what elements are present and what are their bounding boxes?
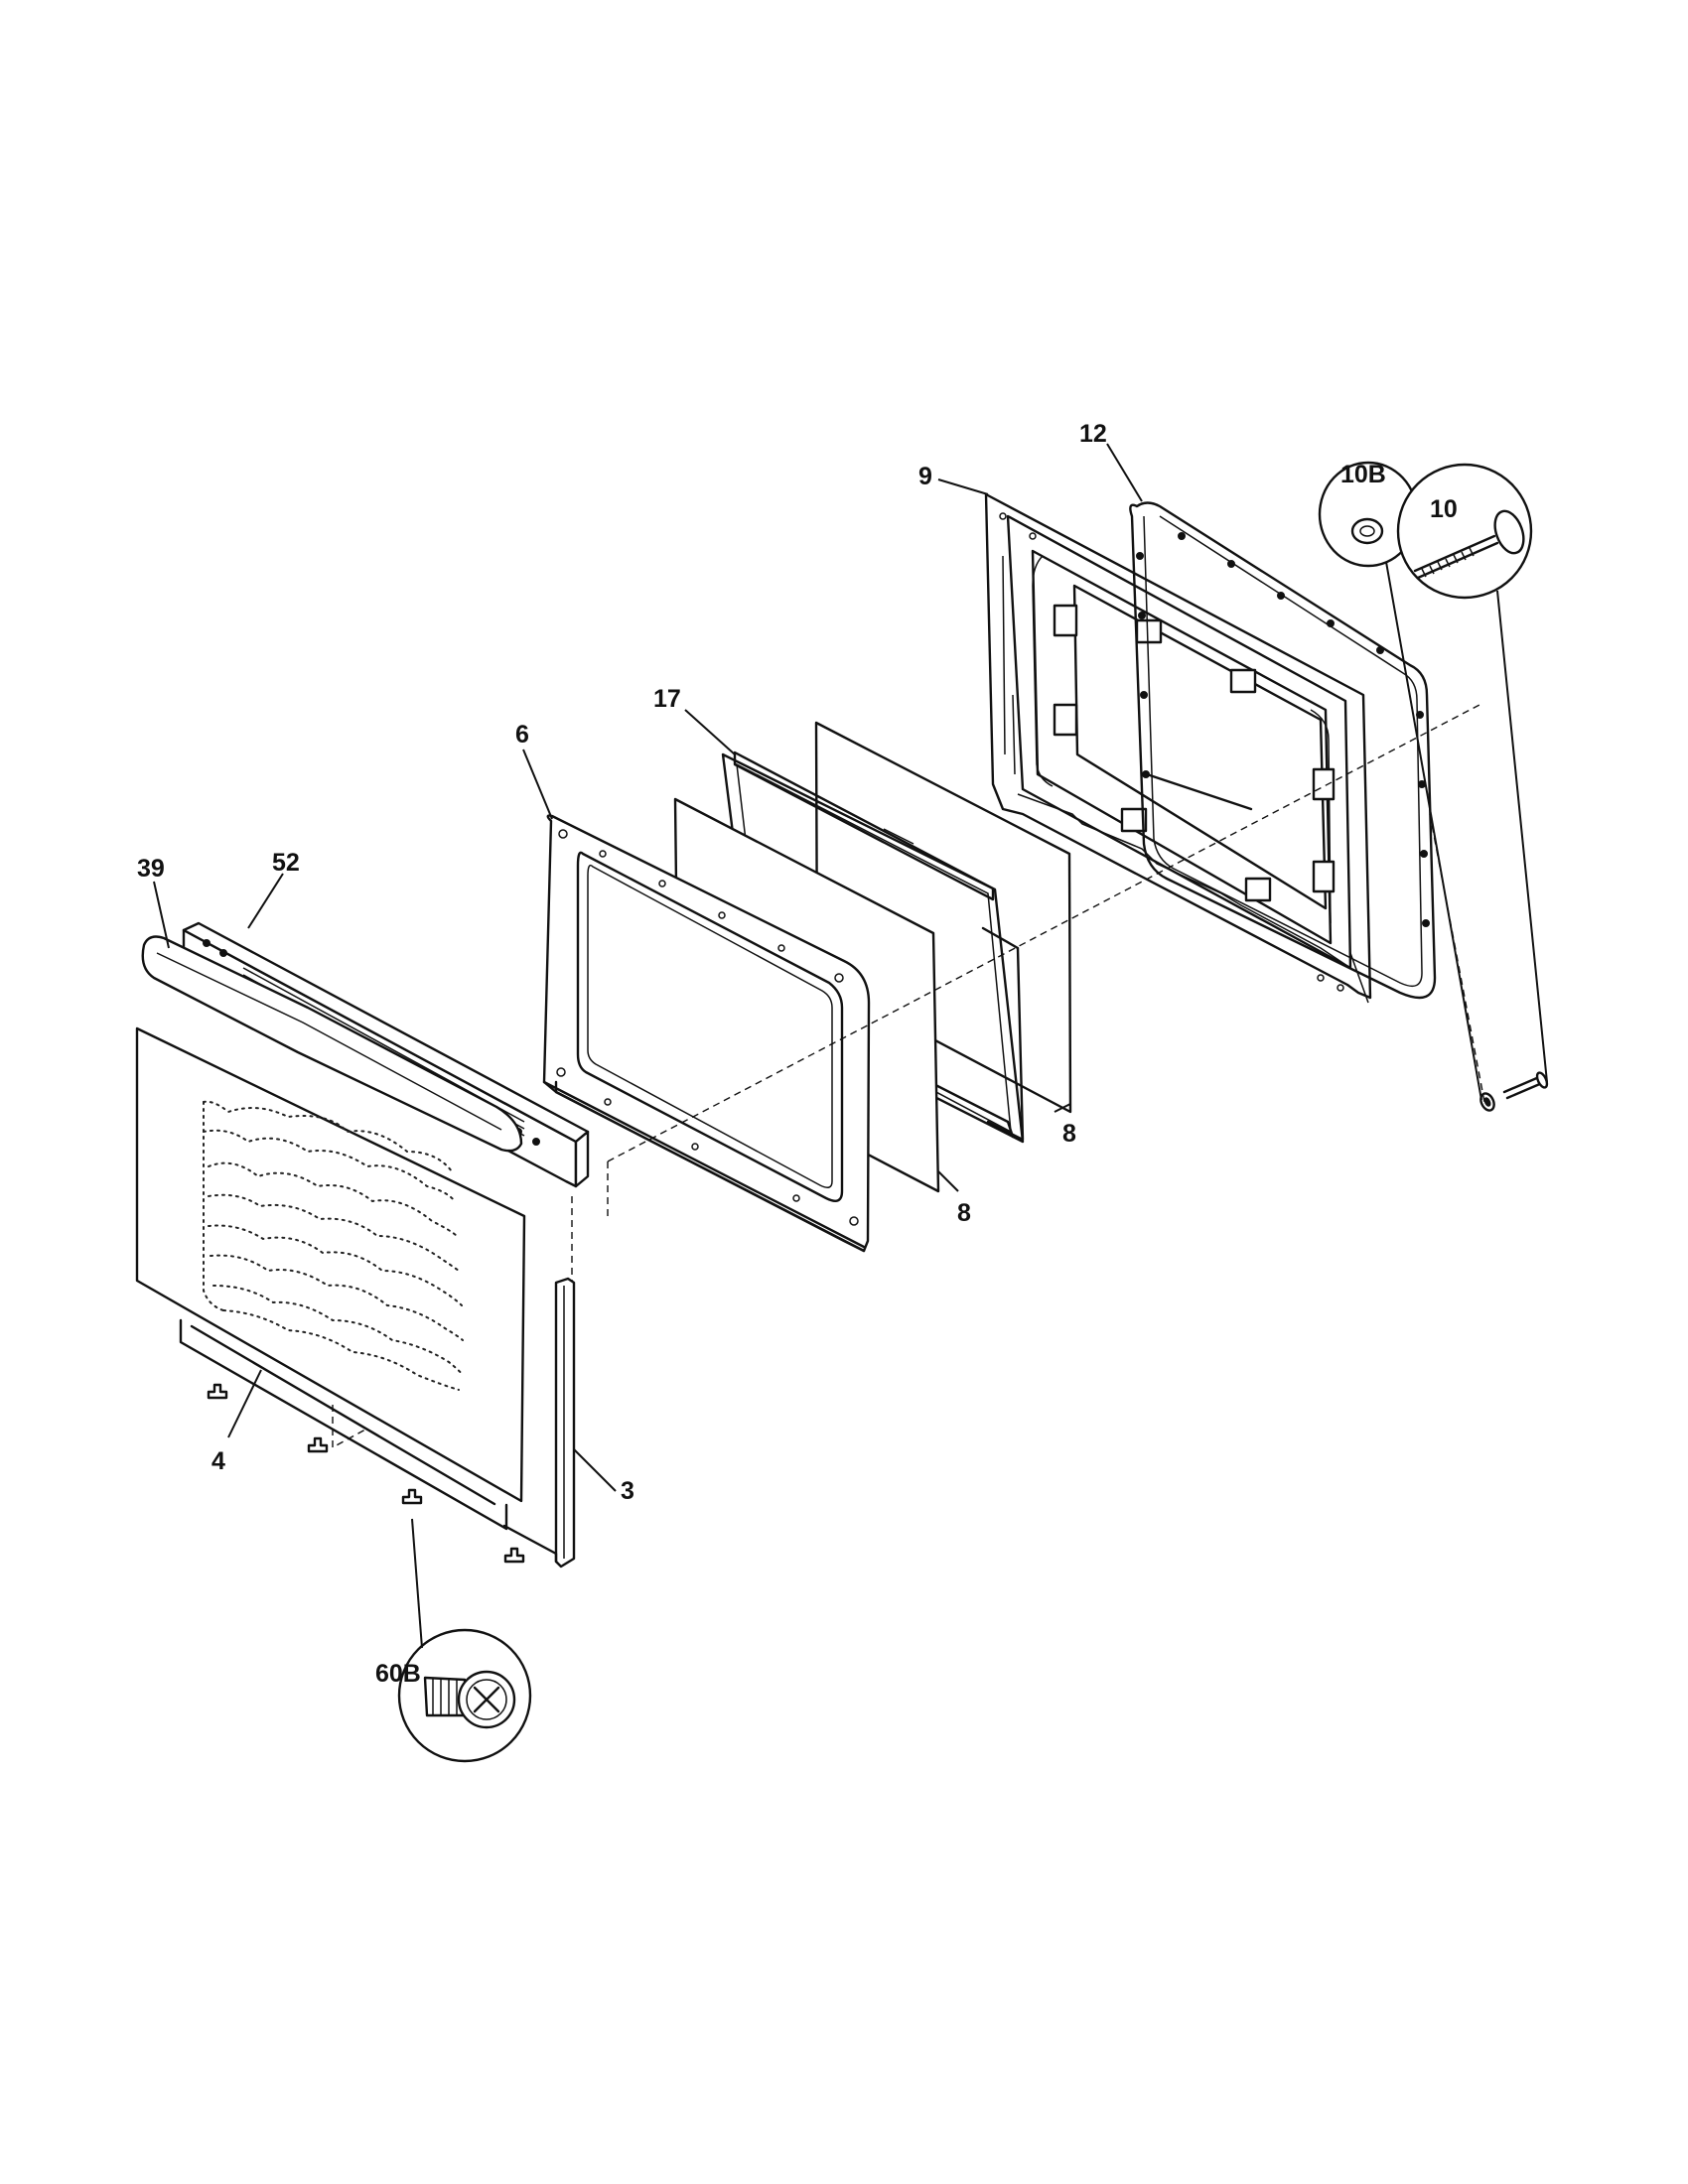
leader-4 xyxy=(227,1369,262,1438)
gasket-clips xyxy=(1136,532,1430,927)
callout-3: 3 xyxy=(621,1477,634,1505)
leader-17 xyxy=(684,709,736,755)
callout-8-rear: 8 xyxy=(1062,1120,1076,1148)
screw-4 xyxy=(503,1547,525,1564)
callout-39: 39 xyxy=(137,855,165,883)
door-bolt-in-situ xyxy=(1479,1071,1549,1112)
detail-bolt-10 xyxy=(1396,463,1548,1083)
leader-6 xyxy=(522,749,553,820)
callout-17: 17 xyxy=(653,685,681,713)
leader-3 xyxy=(573,1448,617,1492)
callout-8-front: 8 xyxy=(957,1199,971,1227)
detail-screw-60b xyxy=(397,1518,532,1763)
leader-12 xyxy=(1106,443,1143,502)
leader-lines xyxy=(153,443,1143,1492)
door-handle-part-39 xyxy=(141,935,523,1153)
callout-10b: 10B xyxy=(1340,461,1386,488)
screw-1 xyxy=(207,1383,228,1400)
callout-12: 12 xyxy=(1079,420,1107,448)
callout-4: 4 xyxy=(211,1447,225,1475)
leader-52 xyxy=(247,873,284,929)
leader-9 xyxy=(937,478,989,495)
callout-52: 52 xyxy=(272,849,300,877)
callout-labels: 39 52 6 17 8 8 9 12 10B 10 4 3 60B xyxy=(137,420,1458,1688)
inner-door-frame-part-6 xyxy=(542,814,871,1253)
callout-10: 10 xyxy=(1430,495,1458,523)
door-front-panel-part-4 xyxy=(135,1026,526,1531)
leader-8a xyxy=(937,1170,959,1192)
callout-6: 6 xyxy=(515,721,529,749)
door-trim-part-3 xyxy=(502,1277,576,1569)
callout-9: 9 xyxy=(918,463,932,490)
door-liner-part-9 xyxy=(984,492,1372,1004)
leader-39 xyxy=(153,881,170,949)
door-gasket-part-12 xyxy=(1129,501,1437,1000)
leader-8b xyxy=(1054,1103,1071,1113)
screw-3 xyxy=(401,1488,423,1505)
screw-2 xyxy=(307,1436,329,1453)
callout-60b: 60B xyxy=(375,1660,421,1688)
door-screws xyxy=(207,1383,525,1564)
